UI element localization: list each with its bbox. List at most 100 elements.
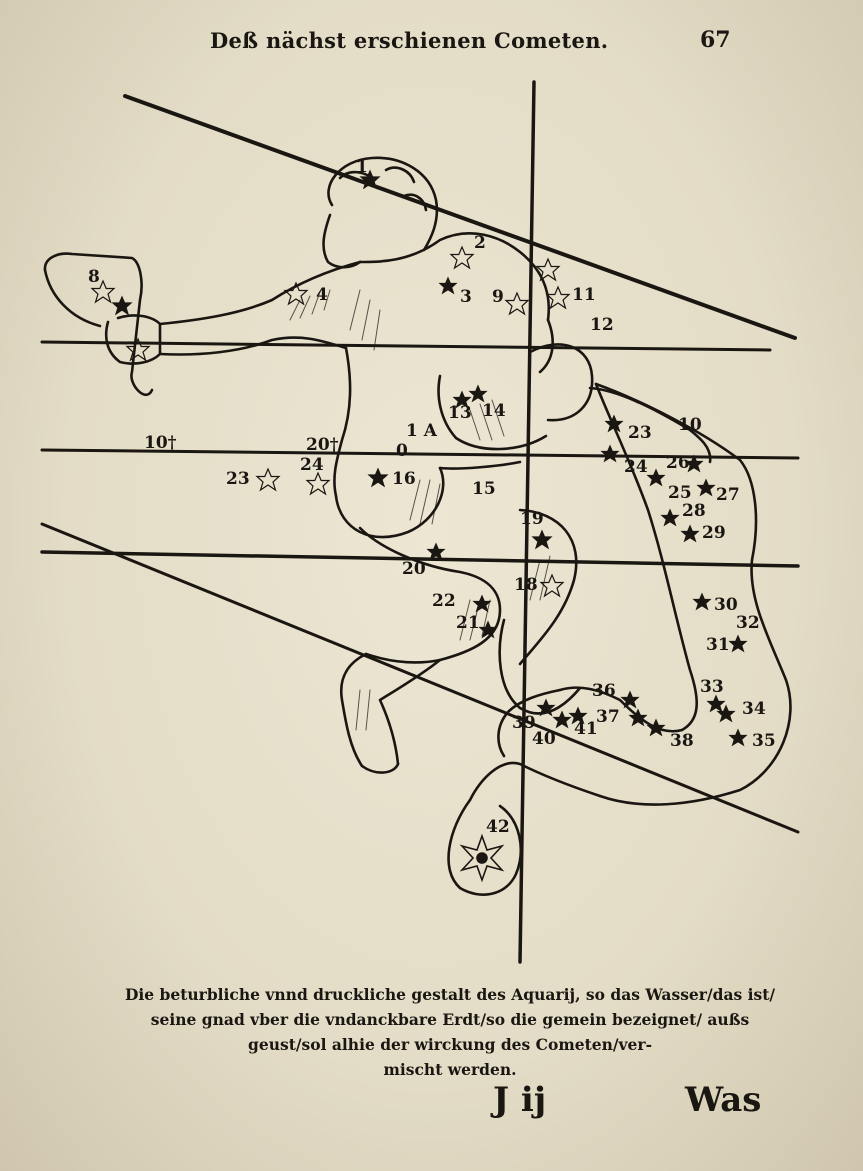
- star-6-icon: [90, 279, 116, 304]
- star-38-icon: [646, 718, 666, 737]
- star-number-labels: 1 2 3 4 8 9 12 11 13 14 10 10† 20† 1 A 0…: [88, 157, 776, 837]
- star-10-icon: [535, 257, 561, 282]
- star-30-icon: [692, 592, 712, 611]
- star-label: 29: [702, 523, 726, 543]
- star-35-icon: [728, 728, 748, 747]
- caption-line: Die beturbliche vnnd druckliche gestalt …: [124, 985, 776, 1004]
- star-label: 10: [678, 415, 702, 435]
- star-label: 28: [682, 501, 706, 521]
- star-22-icon: [472, 594, 492, 613]
- star-20-icon: [426, 542, 446, 561]
- star-24a-icon: [305, 471, 331, 496]
- star-21-icon: [478, 620, 498, 639]
- star-label: 2: [474, 233, 486, 253]
- running-head: Deß nächst erschienen Cometen.: [210, 28, 609, 53]
- star-19-icon: [531, 529, 553, 550]
- caption-line: seine gnad vber die vndanckbare Erdt/so …: [150, 1010, 750, 1029]
- star-27-icon: [696, 478, 716, 497]
- star-label: 32: [736, 613, 760, 633]
- star-41-icon: [568, 706, 588, 725]
- star-label: 23: [628, 423, 652, 443]
- star-label: 37: [596, 707, 620, 727]
- star-26-icon: [684, 454, 704, 473]
- star-label: 12: [590, 315, 614, 335]
- caption-line: geust/sol alhie der wirckung des Cometen…: [248, 1035, 652, 1054]
- star-23a-icon: [255, 467, 281, 492]
- star-label: 22: [432, 591, 456, 611]
- star-13-icon: [468, 384, 488, 403]
- star-label: 35: [752, 731, 776, 751]
- meridian-line: [518, 80, 536, 964]
- star-9-icon: [504, 291, 530, 316]
- star-label: 9: [492, 287, 504, 307]
- star-2-icon: [449, 245, 475, 270]
- star-label: 11: [572, 285, 596, 305]
- star-label: 33: [700, 677, 724, 697]
- star-4-icon: [283, 281, 309, 306]
- star-label: 40: [532, 729, 556, 749]
- star-label: 27: [716, 485, 740, 505]
- ecliptic-line-lower: [40, 522, 800, 834]
- star-39-icon: [536, 698, 556, 717]
- star-31-icon: [728, 634, 748, 653]
- star-13b-icon: [452, 390, 472, 409]
- star-40-icon: [552, 710, 572, 729]
- star-label: 24: [300, 455, 324, 475]
- horizontal-line-1: [40, 340, 772, 352]
- star-33-icon: [706, 694, 726, 713]
- star-42-icon: [459, 833, 505, 883]
- star-label: 23: [226, 469, 250, 489]
- figure-caption: Die beturbliche vnnd druckliche gestalt …: [100, 982, 800, 1082]
- star-5-icon: [125, 337, 151, 362]
- star-label: 16: [392, 469, 416, 489]
- signature-mark: J ij: [493, 1080, 547, 1120]
- star-label: 38: [670, 731, 694, 751]
- star-label: 3: [460, 287, 472, 307]
- aquarius-figure-outline: [43, 156, 792, 896]
- star-label: 10†: [144, 433, 177, 453]
- star-label: 20†: [306, 435, 339, 455]
- star-label: 8: [88, 267, 100, 287]
- star-3-icon: [438, 276, 458, 295]
- star-label: 18: [514, 575, 538, 595]
- star-7-icon: [111, 295, 133, 316]
- star-1-icon: [359, 169, 381, 190]
- star-label: 14: [482, 401, 506, 421]
- star-label: 0: [396, 441, 408, 461]
- star-24-icon: [600, 444, 620, 463]
- star-label: 20: [402, 559, 426, 579]
- star-label: 34: [742, 699, 766, 719]
- star-label: 31: [706, 635, 730, 655]
- star-label: 21: [456, 613, 480, 633]
- star-11-icon: [545, 285, 571, 310]
- caption-line: mischt werden.: [383, 1060, 517, 1079]
- catchword: Was: [685, 1080, 762, 1120]
- star-label: 1: [356, 157, 368, 177]
- star-markers: [90, 169, 748, 883]
- star-34-icon: [716, 704, 736, 723]
- star-label: 26: [666, 453, 690, 473]
- star-label: 1 A: [406, 421, 438, 441]
- star-37-icon: [628, 708, 648, 727]
- star-23-icon: [604, 414, 624, 433]
- star-label: 39: [512, 713, 536, 733]
- star-label: 25: [668, 483, 692, 503]
- star-18-icon: [539, 573, 565, 598]
- star-label: 30: [714, 595, 738, 615]
- ecliptic-line-upper: [123, 94, 797, 340]
- star-29-icon: [680, 524, 700, 543]
- star-16-icon: [367, 467, 389, 488]
- star-label: 15: [472, 479, 496, 499]
- star-label: 19: [520, 509, 544, 529]
- star-36-icon: [620, 690, 640, 709]
- star-label: 13: [448, 403, 472, 423]
- horizontal-line-2: [40, 448, 800, 460]
- star-label: 42: [486, 817, 510, 837]
- star-label: 41: [574, 719, 598, 739]
- star-25-icon: [646, 468, 666, 487]
- figure-hatching: [289, 289, 551, 731]
- horizontal-line-3: [40, 550, 800, 568]
- star-28-icon: [660, 508, 680, 527]
